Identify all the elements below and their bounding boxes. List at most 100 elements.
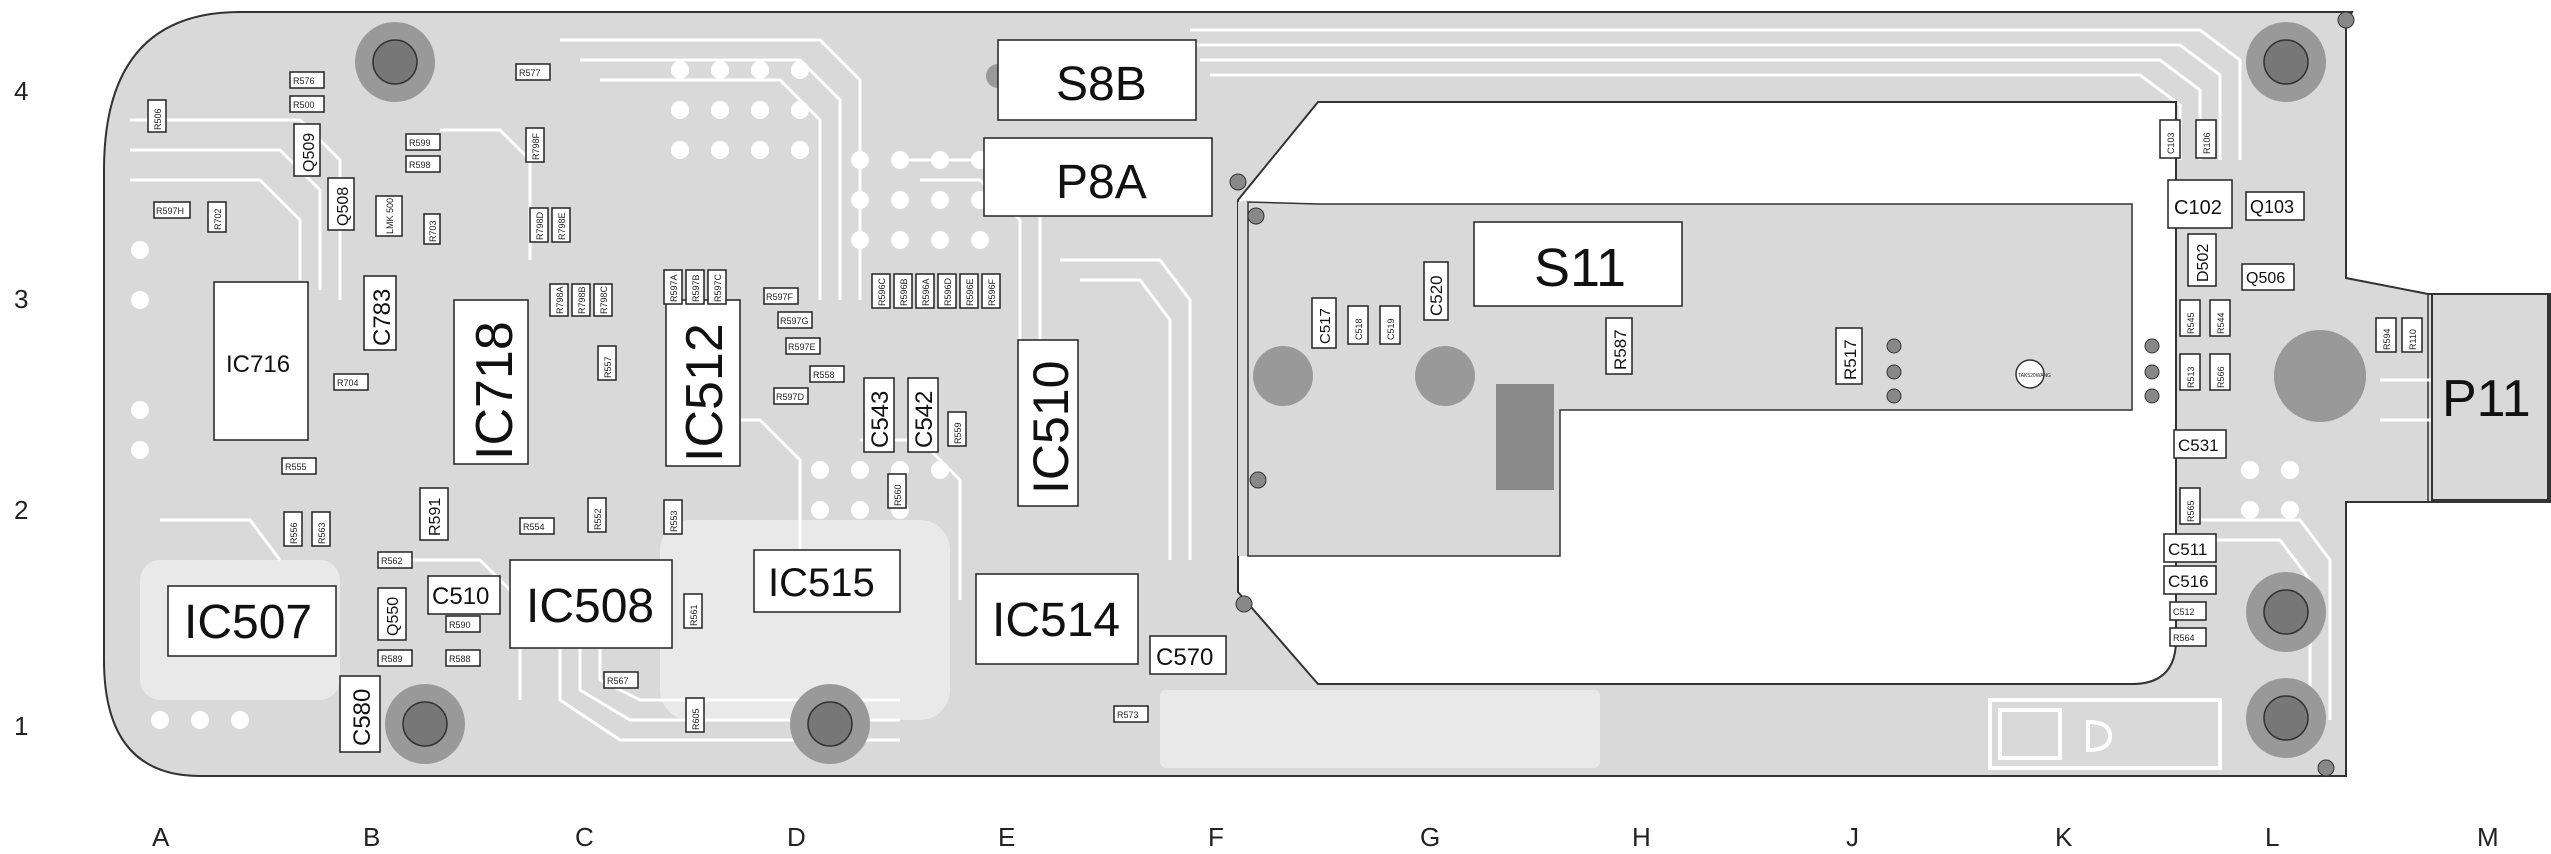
r564-label: R564 [2173,633,2195,643]
r597g-label: R597G [780,316,809,326]
d-marking [1988,698,2222,770]
col-label-f: F [1208,822,1224,852]
q508-label: Q508 [335,187,352,226]
q103: Q103 [2245,191,2305,221]
r599-label: R599 [409,138,431,148]
col-label-d: D [787,822,806,852]
r596f-label: R596F [987,278,997,306]
ic512-label: IC512 [676,323,734,462]
r798f-label: R798F [531,132,541,160]
col-label-c: C [575,822,594,852]
r597c-label: R597C [713,273,723,302]
p11-label: P11 [2442,370,2531,428]
c520-label: C520 [1427,275,1446,316]
r566-label: R566 [2216,366,2226,388]
ic716: IC716 [213,281,309,441]
r555-label: R555 [285,462,307,472]
row-labels: 4 3 2 1 [14,76,28,741]
ic512: IC512 [665,299,741,467]
c518: C518 [1347,305,1369,345]
c519: C519 [1379,305,1401,345]
row-label-4: 4 [14,76,28,106]
r110-label: R110 [2408,329,2418,350]
r577-label: R577 [519,68,541,78]
ic507: IC507 [167,585,337,657]
col-label-b: B [363,822,380,852]
p8a-label: P8A [1056,156,1147,209]
r597d-label: R597D [776,392,805,402]
r591-label: R591 [427,498,444,536]
r596a-label: R596A [921,278,931,306]
r558-label: R558 [813,370,835,380]
c510-label: C510 [432,583,489,610]
contact-block [1496,384,1554,490]
q103-label: Q103 [2250,197,2294,217]
r106-label: R106 [2202,132,2212,154]
r513-label: R513 [2186,366,2196,388]
r500-label: R500 [293,100,315,110]
r596e-label: R596E [965,278,975,306]
r563-label: R563 [317,522,327,544]
q508: Q508 [327,177,355,231]
r798c-label: R798C [599,285,609,314]
r798b-label: R798B [577,286,587,314]
col-label-g: G [1420,822,1440,852]
c542-label: C542 [911,391,938,448]
r596d-label: R596D [943,277,953,306]
r596c-label: R596C [877,277,887,306]
r704-label: R704 [337,378,359,388]
battery-contact-area [1247,201,2133,557]
r598-label: R598 [409,160,431,170]
c103: C103 [2159,119,2181,159]
ic716-label: IC716 [226,351,290,378]
center-marking-text: TAK520WANG [2018,373,2051,379]
battery-contact-plate [1238,200,1248,556]
col-label-l: L [2265,822,2279,852]
r597e-label: R597E [788,342,816,352]
col-label-a: A [152,822,170,852]
c516: C516 [2163,565,2217,595]
r702-label: R702 [213,208,223,230]
c520: C520 [1423,261,1449,321]
c519-label: C519 [1386,318,1396,340]
column-labels: A B C D E F G H J K L M [152,822,2499,852]
ic510-label: IC510 [1023,361,1079,494]
c511: C511 [2163,533,2217,563]
r506-label: R506 [153,108,163,130]
c511-label: C511 [2168,540,2207,559]
r597b-label: R597B [691,274,701,302]
ic510: IC510 [1017,339,1079,507]
c517: C517 [1311,297,1337,349]
col-label-m: M [2477,822,2499,852]
r597a-label: R597A [669,274,679,302]
small-resistors: R576 R500 R577 R599 R598 R703 R702 R597H… [147,63,2423,733]
col-label-h: H [1632,822,1651,852]
ic507-label: IC507 [184,596,312,649]
c517-label: C517 [1317,308,1334,344]
connector-p8a: P8A [983,137,1213,217]
q550: Q550 [377,587,407,641]
s11-label: S11 [1534,238,1626,298]
r560-label: R560 [893,484,903,506]
r559-label: R559 [953,422,963,444]
c580-label: C580 [349,689,376,746]
q509-label: Q509 [301,133,318,172]
c103-label: C103 [2166,132,2176,154]
c102-label: C102 [2174,197,2222,219]
r562-label: R562 [381,556,403,566]
traces [130,28,2540,742]
r590-label: R590 [449,620,471,630]
r567-label: R567 [607,676,629,686]
ic515: IC515 [753,549,901,613]
r517: R517 [1835,327,1863,385]
r576-label: R576 [293,76,315,86]
r605-label: R605 [691,708,701,730]
r703-label: R703 [428,220,438,242]
c542: C542 [907,377,939,453]
r557-label: R557 [603,356,613,378]
r573-label: R573 [1117,710,1139,720]
r552-label: R552 [593,508,603,530]
r587-label: R587 [1611,329,1630,370]
r544-label: R544 [2216,312,2226,334]
